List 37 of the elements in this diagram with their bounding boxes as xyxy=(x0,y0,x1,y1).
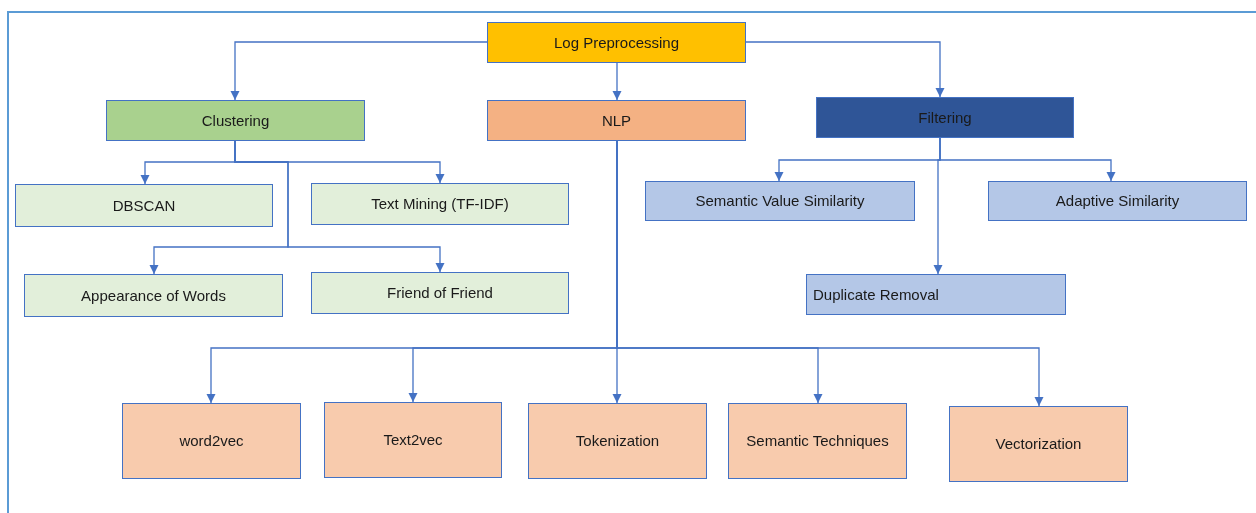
process-box xyxy=(988,181,1247,221)
arrow xyxy=(234,140,445,273)
process-box xyxy=(728,403,907,479)
process-box xyxy=(528,403,707,479)
box-label: Clustering xyxy=(200,110,271,131)
process-box xyxy=(806,274,1066,315)
box-label: Appearance of Words xyxy=(80,285,227,306)
box-label: Text Mining (TF-IDF) xyxy=(370,194,510,214)
process-box xyxy=(122,403,301,479)
box-label: word2vec xyxy=(178,431,245,451)
process-box xyxy=(311,183,569,225)
process-box xyxy=(949,406,1128,482)
process-box xyxy=(645,181,915,221)
process-box xyxy=(487,22,746,63)
process-box xyxy=(15,184,273,227)
box-label: Semantic Techniques xyxy=(745,431,890,451)
box-label: Semantic Value Similarity xyxy=(694,191,866,211)
box-label: Text2vec xyxy=(382,430,444,450)
process-box xyxy=(487,100,746,141)
process-box xyxy=(24,274,283,317)
box-label: DBSCAN xyxy=(111,195,177,216)
arrow xyxy=(612,62,622,101)
process-box xyxy=(816,97,1074,138)
arrow xyxy=(933,137,943,275)
arrow xyxy=(745,41,945,98)
box-label: Adaptive Similarity xyxy=(1054,191,1181,211)
box-label: NLP xyxy=(600,110,633,131)
box-label: Vectorization xyxy=(994,434,1083,454)
process-box xyxy=(106,100,365,141)
process-box xyxy=(324,402,502,478)
box-label: Friend of Friend xyxy=(386,283,494,303)
box-label: Duplicate Removal xyxy=(812,284,940,305)
box-label: Tokenization xyxy=(574,431,661,451)
box-label: Filtering xyxy=(917,107,973,128)
process-box xyxy=(311,272,569,314)
box-label: Log Preprocessing xyxy=(552,32,681,53)
arrow xyxy=(230,41,488,101)
